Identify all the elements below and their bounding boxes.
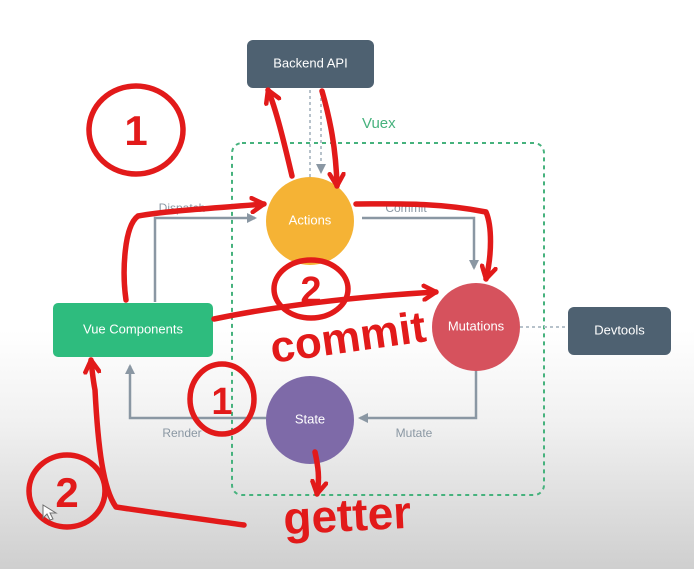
commit-edge <box>362 216 479 270</box>
devtools-node <box>568 307 671 355</box>
backend-api-label: Backend API <box>273 55 347 70</box>
annotation-number-middle: 2 <box>300 270 321 312</box>
annotation-arrow-backend-to-actions <box>319 88 337 189</box>
state-node <box>266 376 354 464</box>
annotation-arrow-components-to-mutations <box>211 292 439 322</box>
mutate-label: Mutate <box>396 426 433 440</box>
annotation-arrow-actions-to-mutations <box>353 201 491 282</box>
mutations-label: Mutations <box>448 318 505 333</box>
backend-api-node <box>247 40 374 88</box>
state-label: State <box>295 411 325 426</box>
annotation-arrow-actions-to-backend <box>268 87 295 179</box>
mutate-edge <box>358 370 478 423</box>
vuex-title: Vuex <box>362 115 396 132</box>
devtools-label: Devtools <box>594 322 645 337</box>
actions-node <box>266 177 354 265</box>
actions-label: Actions <box>289 212 332 227</box>
mutations-node <box>432 283 520 371</box>
render-edge <box>125 364 268 420</box>
annotation-circle-middle <box>271 257 351 321</box>
dispatch-edge <box>153 213 257 302</box>
annotation-circle-top-left <box>86 83 186 177</box>
annotation-number-top-left: 1 <box>124 107 147 154</box>
render-label: Render <box>162 426 201 440</box>
annotation-circle-state <box>187 361 257 437</box>
vue-components-label: Vue Components <box>83 321 183 336</box>
annotation-number-bottom-left: 2 <box>55 469 78 516</box>
annotation-arrow-state-to-getter <box>315 449 318 497</box>
annotation-number-state: 1 <box>211 381 232 423</box>
annotation-arrow-components-to-actions <box>121 204 267 303</box>
annotation-getter-text: getter <box>282 486 412 545</box>
annotation-circle-bottom-left <box>26 452 108 530</box>
vue-components-node <box>53 303 213 357</box>
vuex-store-boundary <box>231 142 545 496</box>
mouse-cursor-icon <box>42 504 58 521</box>
